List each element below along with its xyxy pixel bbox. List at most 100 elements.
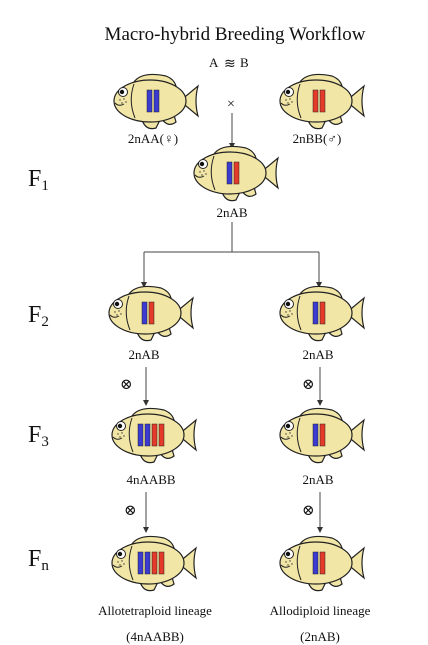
fish-fn-left [111,535,198,592]
fish-cheek-dot [121,560,123,562]
lineage-right-name: Allodiploid lineage [269,603,371,618]
selfing-symbol-right-f3: ⊗ [302,503,315,519]
chromosome-bar-a [153,89,160,113]
fish-tail [345,418,366,452]
cross-symbol: × [227,97,235,112]
fish-f3-left [111,407,198,464]
lineage-left-name: Allotetraploid lineage [98,603,212,618]
fish-pupil [285,89,291,95]
chromosome-bar-b [319,551,326,575]
fish-parent-male [279,73,366,130]
diagram-title: Macro-hybrid Breeding Workflow [104,24,366,45]
selfing-symbol-left-f3: ⊗ [124,503,137,519]
chromosome-bar-a [144,423,151,447]
generation-f1-label: F1 [28,166,49,194]
fish-mouth [109,314,120,318]
chromosome-bar-b [319,89,326,113]
fish-cheek-dot [118,310,120,312]
fish-cheek-dot [117,561,119,563]
fish-gill [128,545,134,581]
fish-fn-right [279,535,366,592]
fish-mouth [114,102,125,106]
fish-mouth [112,564,123,568]
fish-mouth [280,314,291,318]
fish-mouth [112,436,123,440]
fish-tail [345,296,366,330]
fish-tail [179,84,200,118]
fish-cheek-dot [285,561,287,563]
chromosome-bar-a [144,551,151,575]
fish-cheek-dot [285,311,287,313]
fish-cheek-dot [205,173,207,175]
fish-pupil [119,89,125,95]
fish-cheek-dot [116,314,118,316]
chromosome-bar-a [312,423,319,447]
fish-gill [125,295,131,331]
generation-fn-label: Fn [28,546,49,574]
chromosome-bar-b [151,551,158,575]
fish-pupil [199,161,205,167]
fish-cheek-dot [201,174,203,176]
fish-pupil [285,301,291,307]
fish-f2-right [279,285,366,342]
fish-gill [296,295,302,331]
fish-cheek-dot [123,435,125,437]
fish-cheek-dot [119,564,121,566]
chromosome-bar-b [148,301,155,325]
fish-gill [130,83,136,119]
fish-tail [345,546,366,580]
fish-cheek-dot [287,314,289,316]
fish-cheek-dot [119,436,121,438]
fish-cheek-dot [119,99,121,101]
chromosome-bar-a [312,551,319,575]
fish-pupil [117,423,123,429]
fish-f3-right [279,407,366,464]
fish-cheek-dot [287,102,289,104]
fish-cheek-dot [287,436,289,438]
fish-cheek-dot [289,432,291,434]
generation-f2-label: F2 [28,302,49,330]
fish-parent-female [113,73,200,130]
fish-mouth [280,102,291,106]
fish-cheek-dot [285,99,287,101]
species-a-label: A [209,55,219,70]
fish-tail [174,296,195,330]
fish-cheek-dot [287,564,289,566]
chromosome-bar-a [226,161,233,185]
fish-mouth [280,564,291,568]
fish-cheek-dot [121,102,123,104]
species-relation-symbol: ≋ [224,57,236,72]
chromosome-bar-a [312,301,319,325]
selfing-symbol-left-f2: ⊗ [120,377,133,393]
fish-gill [296,83,302,119]
label-f2-right: 2nAB [302,347,334,362]
fish-tail [345,84,366,118]
fish-cheek-dot [285,433,287,435]
label-f3-right: 2nAB [302,472,334,487]
label-f2-left: 2nAB [128,347,160,362]
chromosome-bar-a [137,423,144,447]
fish-cheek-dot [291,563,293,565]
fish-pupil [285,423,291,429]
fish-cheek-dot [121,432,123,434]
chromosome-bar-b [158,423,165,447]
fish-f2-left [108,285,195,342]
fish-cheek-dot [291,435,293,437]
fish-pupil [285,551,291,557]
label-f1: 2nAB [216,205,248,220]
chromosome-bar-b [319,301,326,325]
chromosome-bar-a [137,551,144,575]
chromosome-bar-b [158,551,165,575]
fish-cheek-dot [117,433,119,435]
chromosome-bar-b [151,423,158,447]
species-b-label: B [240,55,249,70]
fish-f1 [193,145,280,202]
label-f3-left: 4nAABB [126,472,176,487]
fish-cheek-dot [125,101,127,103]
fish-pupil [114,301,120,307]
chromosome-bar-a [141,301,148,325]
lineage-right-genome: (2nAB) [300,629,340,644]
fish-cheek-dot [114,311,116,313]
label-parent-male: 2nBB(♂) [292,131,342,146]
